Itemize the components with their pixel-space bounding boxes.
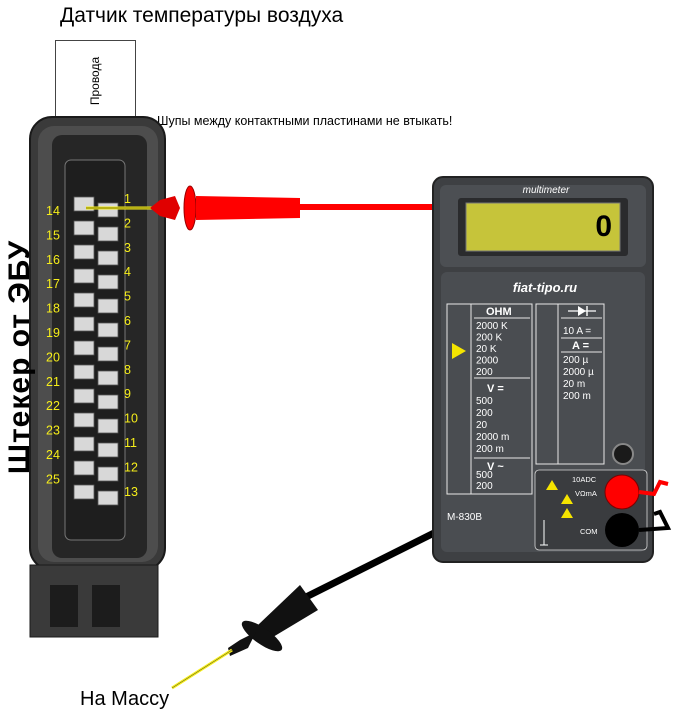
pin-slot-right — [97, 394, 119, 410]
pin-slot-left — [73, 268, 95, 284]
pin-label: 14 — [46, 204, 60, 218]
range-header: A = — [572, 340, 589, 352]
pin-label: 8 — [124, 363, 131, 377]
pin-slot-right — [97, 346, 119, 362]
diode-icon — [568, 306, 596, 316]
pin-slot-left — [73, 388, 95, 404]
pin-slot-right — [97, 490, 119, 506]
model-label: M-830B — [447, 512, 482, 523]
pin-slot-left — [73, 340, 95, 356]
pin-slot-left — [73, 412, 95, 428]
pin-slot-right — [97, 202, 119, 218]
hfe-label: 10 A = — [563, 326, 591, 337]
pin-label: 4 — [124, 265, 131, 279]
pin-slot-right — [97, 274, 119, 290]
warning-note: Шупы между контактными пластинами не вты… — [157, 114, 453, 128]
range-item: 2000 µ — [563, 367, 594, 378]
range-item: 200 µ — [563, 355, 588, 366]
wires-box — [55, 40, 136, 121]
pin-label: 15 — [46, 228, 60, 242]
pin-label: 1 — [124, 192, 131, 206]
red-plug — [604, 474, 669, 510]
pin-slot-left — [73, 316, 95, 332]
pin-label: 25 — [46, 472, 60, 486]
pin-label: 2 — [124, 216, 131, 230]
range-item: 500 — [476, 396, 493, 407]
pin-label: 20 — [46, 350, 60, 364]
range-item: 20 m — [563, 379, 585, 390]
multimeter-brand: multimeter — [523, 185, 570, 196]
diagram-title: Датчик температуры воздуха — [60, 4, 344, 27]
range-item: 2000 m — [476, 432, 509, 443]
pin-slot-left — [73, 460, 95, 476]
pin-label: 17 — [46, 277, 60, 291]
lcd-display — [465, 202, 621, 252]
connector-side-label: Штекер от ЭБУ — [3, 239, 36, 475]
range-item: 200 K — [476, 333, 502, 344]
jack-10a-label: 10ADC — [572, 475, 597, 484]
pin-label: 9 — [124, 387, 131, 401]
pin-slot-left — [73, 364, 95, 380]
pin-label: 24 — [46, 448, 60, 462]
pin-slot-right — [97, 298, 119, 314]
pin-label: 11 — [124, 436, 137, 450]
pin-slot-left — [73, 436, 95, 452]
red-probe — [86, 185, 440, 231]
lcd-reading: 0 — [595, 210, 612, 243]
pin-label: 7 — [124, 338, 131, 352]
pin-label: 22 — [46, 399, 60, 413]
range-item: 500 — [476, 470, 493, 481]
pin-label: 10 — [124, 412, 138, 426]
ground-label: На Массу — [80, 688, 170, 710]
selector-pointer — [452, 343, 466, 359]
pin-label: 23 — [46, 424, 60, 438]
pin-label: 5 — [124, 290, 131, 304]
pin-label: 16 — [46, 253, 60, 267]
jack-vma-label: VΩmA — [575, 489, 597, 498]
jack-com-label: COM — [580, 527, 598, 536]
range-item: 200 — [476, 367, 493, 378]
pin-slot-right — [97, 250, 119, 266]
multimeter-site: fiat-tipo.ru — [513, 280, 577, 295]
pin-label: 18 — [46, 302, 60, 316]
pin-slot-right — [97, 466, 119, 482]
pin-slot-right — [97, 418, 119, 434]
range-item: 200 — [476, 481, 493, 492]
range-item: 2000 K — [476, 321, 508, 332]
range-item: 200 — [476, 408, 493, 419]
pin-label: 6 — [124, 314, 131, 328]
range-item: 200 m — [563, 391, 591, 402]
pin-slot-left — [73, 292, 95, 308]
pin-slot-left — [73, 220, 95, 236]
black-plug — [605, 509, 672, 547]
pin-label: 21 — [46, 375, 60, 389]
pin-labels-left: 14 15 16 17 18 19 20 21 22 23 24 25 — [46, 204, 60, 486]
black-probe — [171, 526, 442, 690]
range-item: 20 — [476, 420, 488, 431]
pin-slot-right — [97, 442, 119, 458]
pin-label: 3 — [124, 241, 131, 255]
range-item: 2000 — [476, 356, 499, 367]
pin-slot-left — [73, 484, 95, 500]
pin-slot-right — [97, 370, 119, 386]
range-item: 20 K — [476, 344, 497, 355]
pin-label: 13 — [124, 485, 138, 499]
range-header: V = — [487, 383, 504, 395]
jack-10a — [612, 443, 634, 465]
pin-slot-left — [73, 244, 95, 260]
pin-label: 12 — [124, 460, 138, 474]
range-item: 200 m — [476, 444, 504, 455]
range-header: V ~ — [487, 461, 504, 473]
range-header: OHM — [486, 306, 512, 318]
pin-slot-right — [97, 226, 119, 242]
pin-label: 19 — [46, 326, 60, 340]
pin-slot-right — [97, 322, 119, 338]
